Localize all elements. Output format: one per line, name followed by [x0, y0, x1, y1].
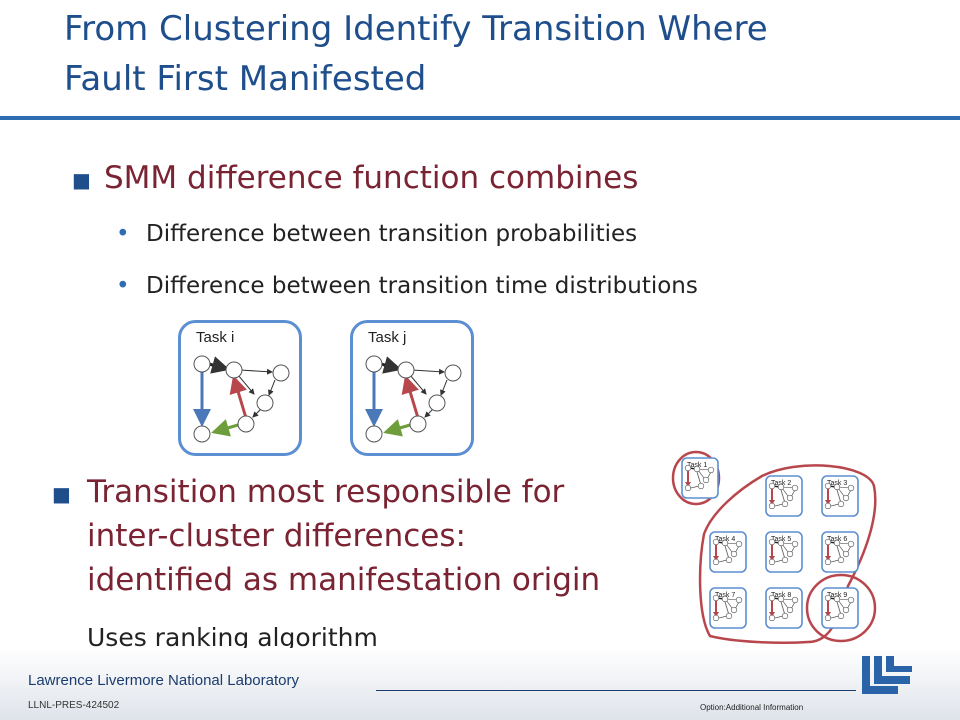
task-j-node — [397, 361, 415, 379]
sub-bullet-time-distributions-text: Difference between transition time distr… — [146, 273, 698, 299]
task-cluster-grid: Task 1 Task 2 Task 3 Task 4 Task 5 Task 6 Task… — [671, 450, 877, 644]
task-cell-label: Task 5 — [771, 536, 791, 543]
bullet-smm: ■ SMM difference function combines — [72, 156, 772, 200]
square-bullet-icon: ■ — [72, 168, 91, 192]
task-i-edge — [208, 356, 230, 374]
outlier-cluster-ring — [671, 450, 721, 506]
bullet-transition-line-2: inter-cluster differences: — [87, 518, 466, 554]
task-j-node — [365, 425, 383, 443]
main-cluster-ring — [698, 464, 877, 644]
task-j-edge — [411, 368, 445, 375]
task-cell-3: Task 3 — [821, 475, 859, 517]
task-cell-label: Task 1 — [687, 462, 707, 469]
bullet-smm-text: SMM difference function combines — [104, 160, 639, 196]
bullet-transition-line-3: identified as manifestation origin — [87, 562, 601, 598]
task-cell-2: Task 2 — [765, 475, 803, 517]
dot-bullet-icon: • — [116, 221, 130, 247]
title-line-1: From Clustering Identify Transition Wher… — [64, 9, 768, 49]
square-bullet-icon: ■ — [52, 482, 71, 506]
task-j-edge — [424, 408, 434, 418]
task-j-node — [428, 394, 446, 412]
llnl-logo-icon — [862, 656, 912, 694]
task-j-edge — [440, 379, 448, 396]
bullet-transition-line-1: Transition most responsible for — [87, 474, 565, 510]
task-i-node — [256, 394, 274, 412]
task-cell-label: Task 4 — [715, 536, 735, 543]
task-j-edge — [380, 356, 402, 374]
title-divider — [0, 116, 960, 120]
task-j-label: Task j — [368, 329, 406, 346]
selected-cluster-ring — [805, 573, 877, 643]
task-cell-6: Task 6 — [821, 531, 859, 573]
task-i-node — [193, 355, 211, 373]
task-i-node — [272, 364, 290, 382]
sub-bullet-probabilities: • Difference between transition probabil… — [116, 218, 876, 250]
task-i-green-edge — [211, 419, 239, 437]
presentation-id: LLNL-PRES-424502 — [28, 700, 120, 711]
task-cell-label: Task 8 — [771, 592, 791, 599]
task-i-edge — [268, 379, 276, 396]
task-j-node — [409, 415, 427, 433]
lab-name: Lawrence Livermore National Laboratory — [28, 672, 299, 689]
task-cell-label: Task 9 — [827, 592, 847, 599]
task-cell-8: Task 8 — [765, 587, 803, 629]
task-cell-7: Task 7 — [709, 587, 747, 629]
task-j-node — [444, 364, 462, 382]
sub-bullet-probabilities-text: Difference between transition probabilit… — [146, 221, 638, 247]
task-j-red-edge — [401, 375, 420, 419]
task-i-node — [193, 425, 211, 443]
footer-band — [0, 648, 960, 720]
ranking-note: Uses ranking algorithm — [87, 623, 378, 652]
task-j-green-edge — [383, 419, 411, 437]
task-i-node — [225, 361, 243, 379]
task-j-node — [365, 355, 383, 373]
task-cell-label: Task 2 — [771, 480, 791, 487]
task-i-label: Task i — [196, 329, 234, 346]
task-i-edge — [252, 408, 262, 418]
task-i-diagram: Task i — [178, 320, 302, 456]
task-i-edge — [239, 368, 273, 375]
slide-title: From Clustering Identify Transition Wher… — [64, 4, 944, 104]
task-cell-4: Task 4 — [709, 531, 747, 573]
task-cell-9: Task 9 — [821, 587, 859, 629]
task-cell-5: Task 5 — [765, 531, 803, 573]
dot-bullet-icon: • — [116, 273, 130, 299]
sub-bullet-time-distributions: • Difference between transition time dis… — [116, 270, 916, 302]
task-cell-label: Task 3 — [827, 480, 847, 487]
footer-divider — [376, 690, 856, 691]
task-i-node — [237, 415, 255, 433]
bullet-transition: ■ Transition most responsible for inter-… — [52, 470, 672, 602]
task-cell-1: Task 1 — [681, 457, 719, 499]
task-cell-label: Task 6 — [827, 536, 847, 543]
task-cell-label: Task 7 — [715, 592, 735, 599]
task-i-red-edge — [229, 375, 248, 419]
option-note: Option:Additional Information — [700, 703, 804, 712]
task-j-diagram: Task j — [350, 320, 474, 456]
title-line-2: Fault First Manifested — [64, 59, 427, 99]
